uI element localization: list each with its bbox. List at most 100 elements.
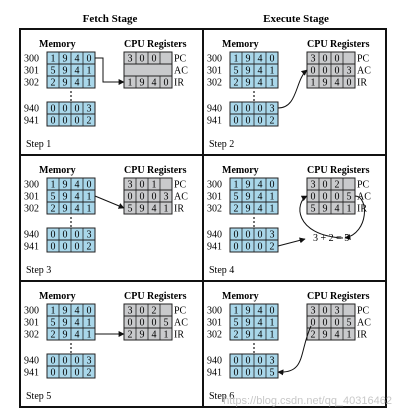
memory-cell-940-digit: 3 xyxy=(87,104,92,115)
memory-cell-940-digit: 3 xyxy=(270,230,275,241)
memory-cell-941-digit: 2 xyxy=(87,242,92,253)
memory-address-302: 302 xyxy=(24,330,39,341)
fetch-arrow xyxy=(95,57,125,85)
memory-cell-302-digit: 4 xyxy=(75,330,80,341)
memory-ellipsis-dot xyxy=(253,99,255,101)
memory-address-300: 300 xyxy=(24,180,39,191)
memory-cell-940-digit: 0 xyxy=(75,230,80,241)
memory-cell-941-digit: 0 xyxy=(234,368,239,379)
step-label: Step 6 xyxy=(209,391,234,402)
memory-cell-302-digit: 9 xyxy=(63,78,68,89)
memory-cell-940-digit: 3 xyxy=(270,356,275,367)
memory-cell-301-digit: 1 xyxy=(270,192,275,203)
memory-cell-301-digit: 9 xyxy=(63,66,68,77)
step-label: Step 1 xyxy=(26,139,51,150)
memory-cell-302-digit: 2 xyxy=(234,330,239,341)
register-ac-digit: 5 xyxy=(347,192,352,203)
memory-cell-302-digit: 1 xyxy=(87,204,92,215)
register-ac-digit: 0 xyxy=(128,318,133,329)
memory-address-300: 300 xyxy=(207,180,222,191)
register-ac-digit: 3 xyxy=(347,66,352,77)
memory-ellipsis-dot xyxy=(253,351,255,353)
memory-address-940: 940 xyxy=(24,356,39,367)
memory-cell-302-digit: 4 xyxy=(75,78,80,89)
register-ir-digit: 5 xyxy=(311,204,316,215)
memory-cell-941-digit: 0 xyxy=(75,116,80,127)
memory-address-940: 940 xyxy=(24,104,39,115)
memory-cell-300-digit: 1 xyxy=(51,180,56,191)
memory-cell-301-digit: 1 xyxy=(87,66,92,77)
memory-cell-301-digit: 4 xyxy=(258,66,263,77)
memory-cell-301-digit: 9 xyxy=(63,318,68,329)
register-label-pc: PC xyxy=(174,54,187,65)
memory-address-940: 940 xyxy=(207,356,222,367)
register-pc-digit: 0 xyxy=(323,180,328,191)
memory-cell-302-digit: 1 xyxy=(270,330,275,341)
memory-cell-302-digit: 2 xyxy=(51,204,56,215)
cpu-registers-header: CPU Registers xyxy=(124,291,187,302)
memory-cell-940-digit: 0 xyxy=(75,104,80,115)
memory-cell-301-digit: 5 xyxy=(234,318,239,329)
memory-cell-301-digit: 5 xyxy=(51,318,56,329)
memory-cell-941-digit: 0 xyxy=(75,368,80,379)
memory-cell-302-digit: 9 xyxy=(246,330,251,341)
register-ir-digit: 1 xyxy=(347,204,352,215)
execute-stage-title: Execute Stage xyxy=(263,13,329,25)
memory-cell-302-digit: 9 xyxy=(63,204,68,215)
step-label: Step 5 xyxy=(26,391,51,402)
memory-cell-300-digit: 0 xyxy=(270,54,275,65)
memory-cell-301-digit: 5 xyxy=(51,66,56,77)
memory-cell-940-digit: 0 xyxy=(51,230,56,241)
memory-cell-300-digit: 0 xyxy=(87,54,92,65)
memory-cell-941-digit: 2 xyxy=(270,116,275,127)
memory-cell-300-digit: 4 xyxy=(258,306,263,317)
load-arrow xyxy=(277,69,308,109)
memory-cell-941-digit: 2 xyxy=(87,368,92,379)
memory-cell-941-digit: 0 xyxy=(51,368,56,379)
memory-cell-941-digit: 5 xyxy=(270,368,275,379)
memory-cell-940-digit: 3 xyxy=(87,356,92,367)
memory-ellipsis-dot xyxy=(70,99,72,101)
memory-cell-301-digit: 9 xyxy=(246,66,251,77)
memory-cell-301-digit: 4 xyxy=(258,318,263,329)
memory-cell-300-digit: 9 xyxy=(63,180,68,191)
accumulator-in-arrow xyxy=(299,195,344,239)
register-label-pc: PC xyxy=(357,54,370,65)
register-ir-digit: 9 xyxy=(323,204,328,215)
memory-cell-940-digit: 0 xyxy=(258,230,263,241)
memory-cell-301-digit: 5 xyxy=(234,66,239,77)
memory-cell-301-digit: 1 xyxy=(270,318,275,329)
memory-cell-940-digit: 0 xyxy=(63,104,68,115)
memory-cell-941-digit: 0 xyxy=(63,368,68,379)
register-label-ir: IR xyxy=(357,204,367,215)
memory-cell-302-digit: 2 xyxy=(234,204,239,215)
memory-cell-941-digit: 2 xyxy=(270,242,275,253)
register-ac-digit: 0 xyxy=(311,192,316,203)
register-ir-digit: 4 xyxy=(335,78,340,89)
register-pc-digit: 0 xyxy=(140,54,145,65)
memory-ellipsis-dot xyxy=(70,343,72,345)
memory-address-302: 302 xyxy=(207,78,222,89)
memory-address-302: 302 xyxy=(24,78,39,89)
memory-address-302: 302 xyxy=(207,204,222,215)
register-pc-digit: 2 xyxy=(335,180,340,191)
register-pc-digit: 3 xyxy=(311,306,316,317)
register-ir-digit: 4 xyxy=(152,204,157,215)
memory-address-941: 941 xyxy=(24,116,39,127)
memory-address-940: 940 xyxy=(207,230,222,241)
memory-cell-302-digit: 4 xyxy=(258,330,263,341)
register-ir-digit: 1 xyxy=(347,330,352,341)
memory-ellipsis-dot xyxy=(70,225,72,227)
register-label-pc: PC xyxy=(357,180,370,191)
register-pc-digit: 0 xyxy=(140,180,145,191)
memory-cell-940-digit: 0 xyxy=(234,230,239,241)
memory-cell-300-digit: 4 xyxy=(75,306,80,317)
register-label-pc: PC xyxy=(174,306,187,317)
memory-cell-300-digit: 9 xyxy=(63,54,68,65)
memory-address-301: 301 xyxy=(207,66,222,77)
register-label-ac: AC xyxy=(357,318,371,329)
memory-cell-301-digit: 4 xyxy=(75,66,80,77)
